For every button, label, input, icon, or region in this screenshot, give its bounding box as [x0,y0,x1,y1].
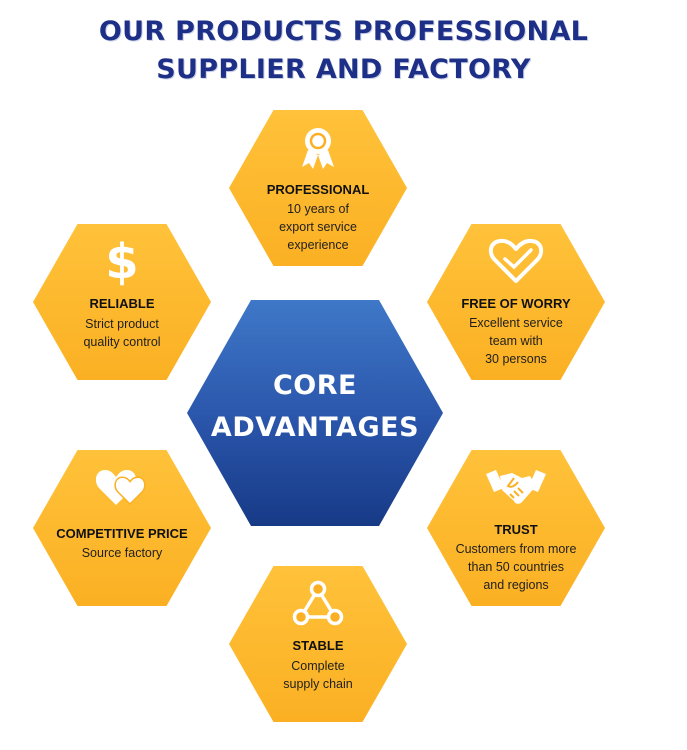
headline-line-2: SUPPLIER AND FACTORY [156,54,531,85]
advantage-hex-reliable: $ RELIABLE Strict product quality contro… [33,224,211,380]
svg-text:$: $ [105,234,138,286]
advantage-line: supply chain [283,677,353,691]
advantage-hex-competitive-price: COMPETITIVE PRICE Source factory [33,450,211,606]
advantage-line: Excellent service [469,316,563,330]
advantage-line: quality control [83,335,161,349]
advantage-line: than 50 countries [468,560,564,574]
advantage-line: Customers from more [455,542,577,556]
advantage-line: experience [287,238,349,252]
advantage-line: Source factory [81,546,163,560]
handshake-icon [427,462,605,512]
advantage-title: TRUST [494,522,538,537]
advantage-line: Strict product [85,317,159,331]
core-advantages-hex: CORE ADVANTAGES [187,300,443,526]
advantage-title: PROFESSIONAL [266,182,370,197]
advantage-title: STABLE [292,638,344,653]
advantage-hex-free-of-worry: FREE OF WORRY Excellent service team wit… [427,224,605,380]
award-ribbon-icon [229,122,407,172]
core-title-line-2: ADVANTAGES [210,412,420,443]
heart-outline-icon [427,236,605,286]
advantage-title: COMPETITIVE PRICE [56,526,188,541]
advantage-line: export service [279,220,357,234]
advantage-hex-trust: TRUST Customers from more than 50 countr… [427,450,605,606]
dollar-icon: $ [33,234,211,286]
advantage-hex-stable: STABLE Complete supply chain [229,566,407,722]
triangle-network-icon [229,578,407,628]
core-title-line-1: CORE [272,370,357,401]
double-heart-icon [33,462,211,512]
advantage-title: RELIABLE [89,296,155,311]
advantage-hex-professional: PROFESSIONAL 10 years of export service … [229,110,407,266]
advantage-line: 30 persons [485,352,547,366]
headline-line-1: OUR PRODUCTS PROFESSIONAL [98,16,589,47]
advantage-line: team with [489,334,543,348]
advantage-line: Complete [291,659,345,673]
advantage-title: FREE OF WORRY [461,296,571,311]
advantage-line: and regions [483,578,549,592]
advantage-line: 10 years of [287,202,349,216]
